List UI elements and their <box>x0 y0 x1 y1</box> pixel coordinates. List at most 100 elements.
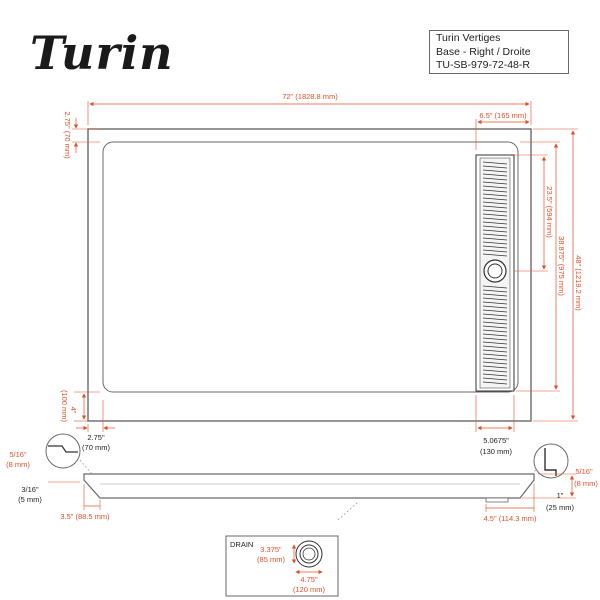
drain-dia-in: 3.375" <box>260 545 282 554</box>
grate-slot <box>482 185 508 189</box>
grate-slot <box>482 285 508 289</box>
grate-slot <box>482 321 508 325</box>
bottom-apron-dimension: (100 mm) 4" <box>60 390 100 423</box>
side-view-base <box>83 473 535 503</box>
grate-slot <box>482 205 508 209</box>
grate-slot <box>482 369 508 373</box>
depth-label: 48" (1219.2 mm) <box>574 255 583 311</box>
drain-offset-label: 6.5" (165 mm) <box>479 111 527 120</box>
grate-slot <box>482 169 508 173</box>
grate-slot <box>482 373 508 377</box>
brand-logo: Turin <box>30 26 174 80</box>
side-right-label: 4.5" (114.3 mm) <box>484 514 537 523</box>
left-flange-in: 2.75" <box>87 433 105 442</box>
grate-slot <box>482 305 508 309</box>
drain-width-in: 5.0675" <box>483 436 509 445</box>
grate-slot <box>482 193 508 197</box>
drain-detail-title: DRAIN <box>230 540 253 549</box>
grate-slot <box>482 225 508 229</box>
left-flange-mm: (70 mm) <box>82 443 110 452</box>
height-dimension: 1" (25 mm) <box>522 473 576 512</box>
grate-slot <box>482 161 508 165</box>
lip2-in: 3/16" <box>21 485 39 494</box>
grate-slot <box>482 349 508 353</box>
grate-slot <box>482 165 508 169</box>
width-dimension: 72" (1828.8 mm) <box>87 92 532 125</box>
product-sku: TU-SB-979-72-48-R <box>436 59 530 71</box>
grate-slot <box>482 341 508 345</box>
grate-slot <box>482 317 508 321</box>
grate-slot <box>482 213 508 217</box>
width-label: 72" (1828.8 mm) <box>282 92 338 101</box>
side-left-label: 3.5" (88.5 mm) <box>60 512 110 521</box>
grate-slot <box>482 177 508 181</box>
grate-slot <box>482 217 508 221</box>
grate-slot <box>482 181 508 185</box>
side-offset-dimensions: 3.5" (88.5 mm) 4.5" (114.3 mm) <box>60 484 537 523</box>
left-flange-dimension: 2.75" (70 mm) <box>76 400 115 452</box>
lip-mm: (8 mm) <box>6 460 30 469</box>
bottom-apron-mm: (100 mm) <box>60 390 69 423</box>
grate-slot <box>482 229 508 233</box>
grate-slot <box>482 201 508 205</box>
right-flange-detail: 5/16" (8 mm) <box>529 443 598 488</box>
grate-slot <box>482 345 508 349</box>
product-info-box: Turin Vertiges Base - Right / Droite TU-… <box>429 30 569 74</box>
grate-slot <box>482 377 508 381</box>
lip-in: 5/16" <box>9 450 27 459</box>
drain-w-in: 4.75" <box>300 575 318 584</box>
grate-slot <box>482 357 508 361</box>
product-name: Turin Vertiges <box>436 32 501 44</box>
grate-slot <box>482 329 508 333</box>
grate-slot <box>482 189 508 193</box>
inner-depth-dimension: 38.875" (975 mm) <box>516 141 566 392</box>
inner-depth-label: 38.875" (975 mm) <box>557 236 566 296</box>
grate-slot <box>482 313 508 317</box>
grate-slot <box>482 309 508 313</box>
grate-slot <box>482 353 508 357</box>
grate-slot <box>482 289 508 293</box>
drain-width-mm: (130 mm) <box>480 447 513 456</box>
top-flange-dimension: 2.75" (70 mm) <box>63 111 100 159</box>
drain-length-label: 23.5" (594 mm) <box>545 186 554 238</box>
grate-slot <box>482 361 508 365</box>
flange-mm: (8 mm) <box>574 479 598 488</box>
grate-slot <box>482 325 508 329</box>
drain-w-mm: (120 mm) <box>293 585 326 594</box>
drain-length-dimension: 23.5" (594 mm) <box>514 154 554 272</box>
drain-detail: DRAIN 3.375" (85 mm) 4.75" (120 mm) <box>225 501 359 597</box>
grate-slot <box>482 221 508 225</box>
grate-slot <box>482 301 508 305</box>
left-lip-detail: 5/16" (8 mm) 3/16" (5 mm) <box>6 433 93 504</box>
drain-width-dimension: 5.0675" (130 mm) <box>475 395 515 456</box>
grate-slot <box>482 333 508 337</box>
linear-drain-grate <box>475 154 515 392</box>
grate-slot <box>482 209 508 213</box>
grate-slot <box>482 237 508 241</box>
grate-slot <box>482 381 508 385</box>
product-variant: Base - Right / Droite <box>436 45 531 58</box>
grate-slot <box>482 197 508 201</box>
grate-slot <box>482 365 508 369</box>
bottom-apron-in: 4" <box>69 407 78 414</box>
grate-slot <box>482 293 508 297</box>
depth-dimension: 48" (1219.2 mm) <box>533 128 583 422</box>
grate-slot <box>482 253 508 257</box>
lip2-mm: (5 mm) <box>18 495 42 504</box>
flange-in: 5/16" <box>575 467 593 476</box>
grate-slot <box>482 173 508 177</box>
grate-slot <box>482 245 508 249</box>
grate-slot <box>482 241 508 245</box>
drain-offset-dimension: 6.5" (165 mm) <box>475 111 530 150</box>
top-flange-label: 2.75" (70 mm) <box>63 111 72 159</box>
grate-slot <box>482 337 508 341</box>
height-mm: (25 mm) <box>546 503 574 512</box>
height-in: 1" <box>557 491 564 500</box>
grate-slot <box>482 249 508 253</box>
grate-slot <box>482 233 508 237</box>
grate-slot <box>482 297 508 301</box>
drain-dia-mm: (85 mm) <box>257 555 285 564</box>
top-view-base <box>87 128 532 422</box>
